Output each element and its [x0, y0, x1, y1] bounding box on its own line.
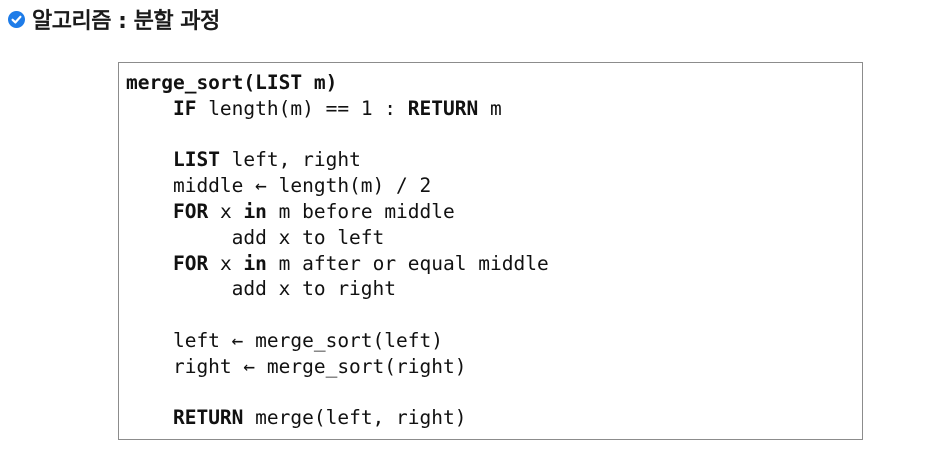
code-line: [126, 302, 549, 328]
code-text: left, right: [219, 148, 361, 172]
code-line: left ← merge_sort(left): [126, 328, 549, 354]
code-text: [126, 148, 173, 171]
code-line: add x to right: [126, 276, 549, 302]
check-circle-icon: [8, 10, 25, 28]
code-keyword: in: [243, 199, 267, 223]
code-line: IF length(m) == 1 : RETURN m: [126, 96, 549, 122]
code-text: x: [208, 199, 244, 223]
page-heading: 알고리즘 : 분할 과정: [8, 4, 220, 34]
code-text: x: [208, 251, 244, 275]
code-keyword: FOR: [172, 199, 209, 223]
code-text: [126, 200, 173, 223]
code-line: merge_sort(LIST m): [126, 70, 549, 96]
code-keyword: RETURN: [172, 406, 244, 430]
code-text: middle ← length(m) / 2: [126, 174, 432, 198]
code-line: middle ← length(m) / 2: [126, 173, 549, 199]
code-keyword: FOR: [172, 251, 209, 275]
code-text: merge(left, right): [243, 406, 467, 430]
code-line: LIST left, right: [126, 147, 549, 173]
page-title: 알고리즘 : 분할 과정: [32, 9, 220, 34]
code-text: left ← merge_sort(left): [126, 328, 443, 352]
code-line: [126, 122, 549, 148]
code-line: [126, 380, 549, 406]
code-line: RETURN merge(left, right): [126, 405, 549, 431]
code-text: [126, 252, 173, 275]
code-text: m before middle: [266, 199, 455, 223]
pseudocode-box: merge_sort(LIST m) IF length(m) == 1 : R…: [118, 62, 863, 440]
pseudocode-block: merge_sort(LIST m) IF length(m) == 1 : R…: [126, 70, 549, 431]
code-line: FOR x in m before middle: [126, 199, 549, 225]
code-text: m: [478, 96, 502, 120]
code-keyword: IF: [172, 96, 197, 120]
code-text: length(m) == 1 :: [196, 96, 408, 120]
code-text: add x to left: [126, 225, 385, 249]
code-line: FOR x in m after or equal middle: [126, 251, 549, 277]
code-text: m after or equal middle: [266, 251, 549, 275]
code-text: [126, 406, 173, 429]
code-keyword: merge_sort(LIST m): [126, 71, 338, 94]
code-keyword: in: [243, 251, 267, 275]
code-text: right ← merge_sort(right): [126, 354, 467, 378]
code-text: [126, 97, 173, 120]
code-keyword: RETURN: [407, 96, 479, 120]
code-keyword: LIST: [172, 148, 220, 172]
code-line: add x to left: [126, 225, 549, 251]
code-text: add x to right: [126, 277, 397, 301]
code-line: right ← merge_sort(right): [126, 354, 549, 380]
